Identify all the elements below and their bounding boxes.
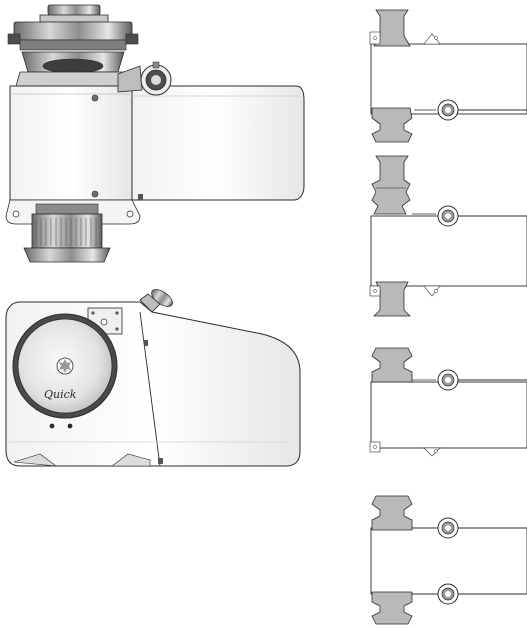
bolt-icon — [91, 94, 99, 102]
screw-icon — [67, 423, 73, 429]
brand-logo: Quick — [44, 388, 77, 401]
deck-pipe-fitting — [139, 289, 173, 313]
config-gypsy-top — [369, 347, 527, 457]
logo-text: Quick — [44, 388, 77, 401]
below-deck-drum — [23, 203, 111, 263]
motor-housing — [9, 85, 305, 201]
config-drum-top — [369, 9, 527, 143]
capstan-top-cap — [7, 4, 139, 51]
side-cover-disc — [12, 313, 118, 419]
gypsy-chainwheel — [15, 51, 133, 87]
bolt-icon — [91, 190, 99, 198]
config-gypsy-top-and-bottom — [370, 495, 527, 625]
clutch-handwheel — [117, 61, 172, 96]
config-drum-top-and-bottom — [369, 155, 527, 317]
screw-icon — [49, 423, 55, 429]
winch-top-view — [5, 4, 305, 263]
winch-side-view: Quick — [5, 289, 301, 467]
